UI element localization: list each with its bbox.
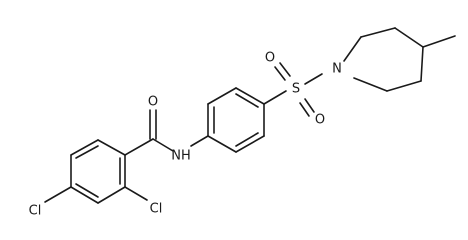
- bond: [394, 27, 424, 48]
- oxygen-label: O: [315, 113, 325, 128]
- sulfur-label: S: [292, 82, 300, 97]
- bond: [235, 93, 259, 108]
- bond: [353, 77, 388, 92]
- bond: [190, 135, 209, 147]
- bond: [75, 145, 99, 159]
- bond: [386, 80, 422, 92]
- bond: [343, 36, 362, 62]
- bond: [263, 90, 287, 105]
- bond: [304, 73, 323, 85]
- oxygen-label: O: [265, 51, 275, 66]
- bond: [420, 46, 424, 82]
- bond: [124, 138, 154, 156]
- bond: [235, 135, 265, 153]
- chlorine-label: Cl: [29, 204, 42, 219]
- bonds: [44, 27, 456, 204]
- bond: [124, 186, 148, 201]
- bond: [235, 132, 259, 147]
- bond: [97, 186, 126, 204]
- bond: [152, 138, 174, 152]
- bond: [97, 139, 126, 156]
- molecule-diagram: Cl Cl O NH S O O N: [29, 27, 456, 219]
- atom-labels: Cl Cl O NH S O O N: [29, 51, 342, 219]
- amide-nh-label: NH: [171, 149, 191, 164]
- bond: [235, 87, 265, 105]
- chlorine-label: Cl: [150, 202, 163, 217]
- bond: [75, 183, 99, 198]
- oxygen-label: O: [148, 95, 158, 110]
- bond: [207, 135, 237, 153]
- bond: [70, 186, 99, 204]
- bond: [304, 98, 315, 113]
- bond: [299, 102, 310, 117]
- bond: [360, 27, 396, 38]
- bond: [70, 139, 99, 156]
- bond: [422, 35, 456, 48]
- bond: [207, 87, 237, 105]
- bond: [274, 66, 286, 81]
- nitrogen-label: N: [332, 62, 342, 77]
- bond: [44, 186, 72, 203]
- bond: [279, 62, 291, 77]
